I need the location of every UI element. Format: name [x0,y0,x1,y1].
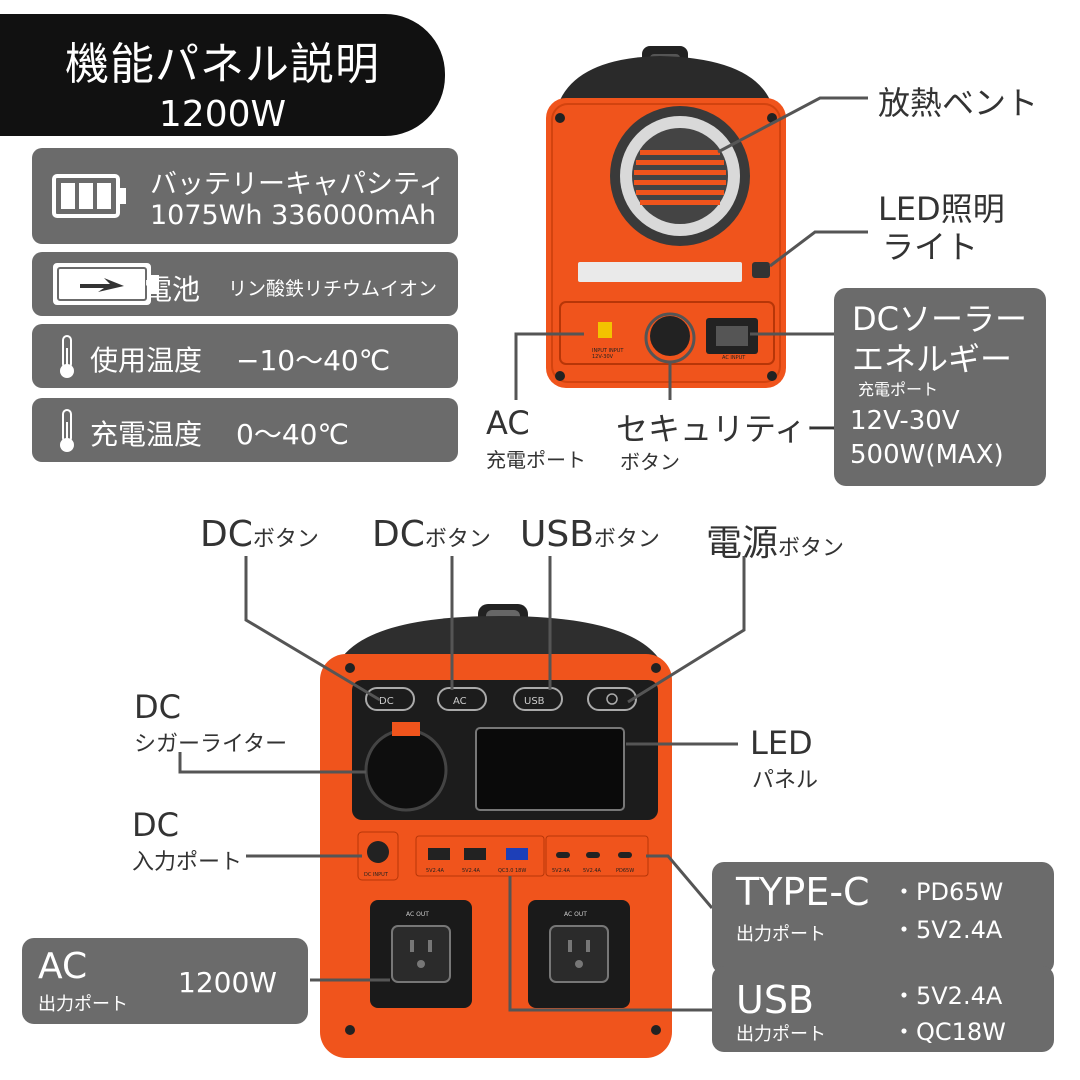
ac-charge-label-1: AC [486,404,530,442]
device-btn-dc-text: DC [379,696,394,707]
power-button-label: 電源ボタン [706,523,845,564]
thermometer-icon [60,409,74,452]
cigar-label-1: DC [134,688,181,726]
use-temp-value: −10〜40℃ [236,344,391,377]
ac-out-title: AC [38,946,88,987]
led-light-label-1: LED照明 [878,190,1005,228]
capacity-value: 1075Wh 336000mAh [150,200,437,231]
typec-spec2: ・5V2.4A [892,916,1003,944]
title-banner: 機能パネル説明 1200W [0,14,445,136]
dc-button-label-2: DCボタン [372,514,491,555]
led-light-label-2: ライト [882,228,979,266]
usb-button-label: USBボタン [520,514,660,555]
tc2-text: 5V2.4A [583,868,602,874]
dc-input-text: DC INPUT [364,872,389,878]
usb-out-info-box: USB 出力ポート ・5V2.4A ・QC18W [712,966,1054,1052]
cell-label: 電池 [144,273,201,306]
solar-line1: DCソーラー [852,300,1027,338]
ac-out-value: 1200W [178,966,277,999]
usb2-text: 5V2.4A [462,868,481,874]
use-temp-label: 使用温度 [90,344,203,377]
pd-text: PD65W [616,868,634,874]
thermometer-icon [60,335,74,378]
solar-spec2: 500W(MAX) [850,440,1004,470]
ac-charge-label-2: 充電ポート [486,448,586,472]
back-dc-input-text: INPUT INPUT [592,348,624,354]
cigar-label-2: シガーライター [134,732,288,757]
solar-line3: 充電ポート [858,380,939,399]
typec-title: TYPE-C [736,870,870,914]
device-btn-ac-text: AC [453,696,467,707]
dc-input-label-2: 入力ポート [132,850,243,875]
security-label-2: ボタン [620,450,680,474]
usb-out-spec1: ・5V2.4A [892,982,1003,1010]
ac-out-info-box: AC 出力ポート 1200W [22,938,308,1024]
dc-button-label-1: DCボタン [200,514,319,555]
security-label-1: セキュリティー [616,410,839,448]
usb-out-title: USB [736,978,815,1022]
solar-info-box: DCソーラー エネルギー 充電ポート 12V-30V 500W(MAX) [834,288,1046,486]
page-subtitle: 1200W [158,94,287,135]
led-panel-label-1: LED [750,724,813,762]
ac-out-text-2: AC OUT [564,911,587,918]
dc-input-label-1: DC [132,806,179,844]
usb1-text: 5V2.4A [426,868,445,874]
device-front-view: DC AC USB DC INPUT 5V2.4A 5V2.4A QC3.0 1… [320,604,672,1058]
spec-use-temp: 使用温度 −10〜40℃ [32,324,458,388]
device-btn-usb-text: USB [524,696,545,707]
typec-spec1: ・PD65W [892,878,1004,906]
page-title: 機能パネル説明 [65,39,380,90]
battery-icon [52,174,126,218]
device-back-view: INPUT INPUT 12V-30V AC INPUT [546,46,786,388]
cell-value: リン酸鉄リチウムイオン [228,278,438,300]
back-dc-range-text: 12V-30V [592,354,614,360]
qc-text: QC3.0 18W [498,868,526,874]
typec-sub: 出力ポート [736,924,826,945]
typec-info-box: TYPE-C 出力ポート ・PD65W ・5V2.4A [712,862,1054,974]
spec-capacity: バッテリーキャパシティ 1075Wh 336000mAh [32,148,458,244]
spec-charge-temp: 充電温度 0〜40℃ [32,398,458,462]
usb-out-spec2: ・QC18W [892,1018,1006,1046]
vent-label: 放熱ベント [878,84,1039,122]
ac-out-text-1: AC OUT [406,911,429,918]
tc1-text: 5V2.4A [552,868,571,874]
capacity-label: バッテリーキャパシティ [150,169,446,200]
charging-battery-icon [53,263,159,305]
charge-temp-label: 充電温度 [90,418,203,451]
solar-spec1: 12V-30V [850,406,960,436]
spec-cell: 電池 リン酸鉄リチウムイオン [32,252,458,316]
usb-out-sub: 出力ポート [736,1024,826,1045]
charge-temp-value: 0〜40℃ [236,418,349,451]
back-ac-input-text: AC INPUT [722,355,746,361]
led-panel-label-2: パネル [752,768,819,793]
solar-line2: エネルギー [852,340,1013,378]
ac-out-sub: 出力ポート [38,994,128,1015]
